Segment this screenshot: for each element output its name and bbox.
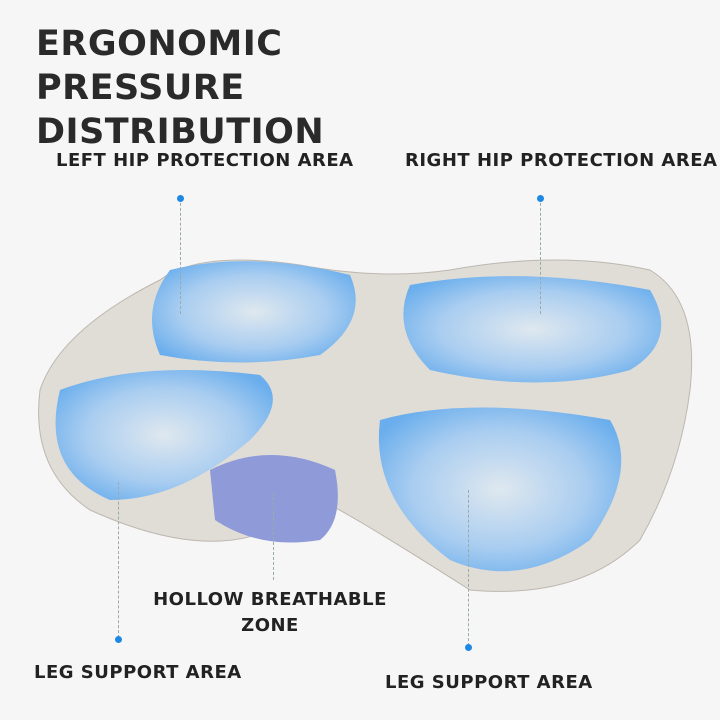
- right-hip-line: [540, 198, 541, 314]
- left-hip-label: LEFT HIP PROTECTION AREA: [56, 150, 354, 171]
- leg-left-dot: [115, 636, 122, 643]
- left-leg-zone: [55, 370, 273, 500]
- hollow-zone-label: HOLLOW BREATHABLE ZONE: [153, 589, 387, 636]
- right-hip-label: RIGHT HIP PROTECTION AREA: [405, 150, 718, 171]
- hollow-line: [273, 492, 274, 580]
- right-leg-zone: [378, 407, 622, 572]
- leg-right-line: [468, 490, 469, 646]
- leg-right-label: LEG SUPPORT AREA: [385, 672, 593, 693]
- page-title: ERGONOMIC PRESSURE DISTRIBUTION: [36, 24, 325, 152]
- left-hip-zone: [152, 261, 356, 363]
- leg-left-label: LEG SUPPORT AREA: [34, 662, 242, 683]
- left-hip-dot: [177, 195, 184, 202]
- left-hip-line: [180, 198, 181, 314]
- leg-right-dot: [465, 644, 472, 651]
- right-hip-dot: [537, 195, 544, 202]
- leg-left-line: [118, 482, 119, 638]
- right-hip-zone: [403, 276, 662, 383]
